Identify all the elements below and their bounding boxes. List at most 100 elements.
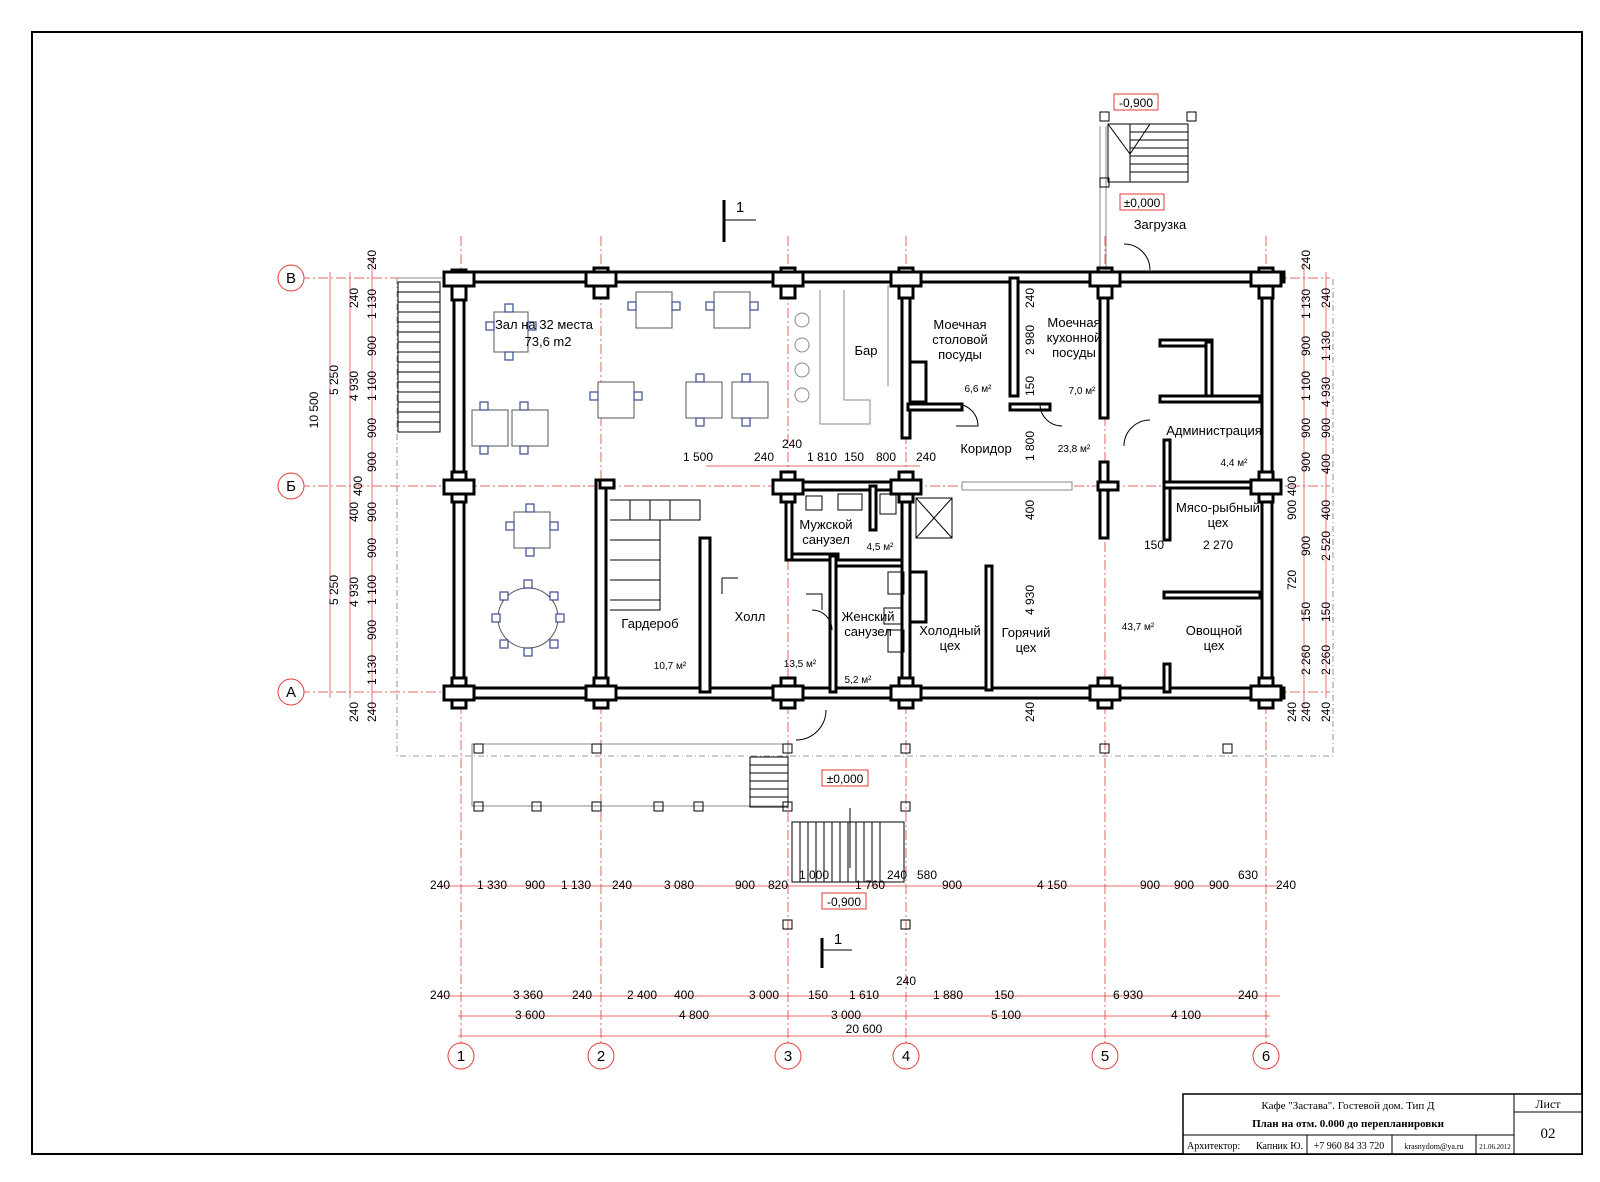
dim-row1-18: 240: [1276, 878, 1296, 892]
corridor-area: 23,8 м²: [1058, 444, 1091, 455]
dim-left-total: 10 500: [307, 391, 321, 428]
dim-right-outer-12: 150: [1299, 602, 1313, 622]
dim-row2-7: 1 610: [849, 988, 879, 1002]
section-label-bottom: 1: [834, 931, 842, 948]
lobby-area: 13,5 м²: [784, 659, 817, 670]
bar-counter: [794, 285, 889, 425]
dim-row1-7: 820: [768, 878, 788, 892]
axis-bubble-2: [587, 1042, 615, 1070]
dim-inner-h-1: 240: [754, 450, 774, 464]
title-block: [1182, 1093, 1583, 1155]
mens-wc-area: 4,5 м²: [867, 542, 895, 553]
dim-right-outer-4: 1 100: [1299, 371, 1313, 401]
axis-label-v: В: [286, 270, 296, 287]
womens-wc-area: 5,2 м²: [845, 675, 873, 686]
dim-total: 20 600: [846, 1022, 883, 1036]
dim-left-v-15: 240: [365, 702, 379, 722]
porch-posts: [473, 111, 1233, 930]
dim-right-outer-3: 900: [1299, 336, 1313, 356]
dim-row3-0: 3 600: [515, 1008, 545, 1022]
axis-label-6: 6: [1262, 1048, 1270, 1065]
title-phone: +7 960 84 33 720: [1314, 1141, 1385, 1152]
dimension-lines: [329, 260, 1327, 1037]
kitchen-wash-label-2: кухонной: [1047, 330, 1102, 345]
dim-left-v-7: 400: [351, 476, 365, 496]
dim-row2-3: 2 400: [627, 988, 657, 1002]
dim-inner-misc-4: 400: [1023, 500, 1037, 520]
hall-furniture: [471, 291, 769, 657]
wardrobe-staircase: [610, 499, 701, 611]
sanitary-fixtures: [805, 493, 953, 653]
dim-row2-1: 3 360: [513, 988, 543, 1002]
corridor-label: Коридор: [960, 441, 1011, 456]
dish-wash-label-2: столовой: [932, 332, 987, 347]
dim-left-v-9: 900: [365, 502, 379, 522]
dim-left-mid-top: 5 250: [327, 365, 341, 395]
dim-right-outer-13: 2 260: [1299, 645, 1313, 675]
hot-shop-label-1: Горячий: [1002, 625, 1051, 640]
dim-row1-17: 630: [1238, 868, 1258, 882]
dim-left-v-8: 400: [347, 502, 361, 522]
dim-row1-5: 3 080: [664, 878, 694, 892]
level-loading: ±0,000: [1124, 196, 1161, 210]
dim-inner-misc-3: 1 800: [1023, 431, 1037, 461]
dim-inner-h-2: 240: [782, 437, 802, 451]
axis-bubble-v: [277, 264, 305, 292]
dim-right-outer-1: 240: [1319, 288, 1333, 308]
dim-left-v-11: 1 100: [365, 575, 379, 605]
dim-right-outer-6: 900: [1299, 452, 1313, 472]
dim-left-v-1: 240: [347, 288, 361, 308]
dim-right-outer-7: 400: [1285, 476, 1299, 496]
axis-bubble-b: [277, 472, 305, 500]
axis-bubbles: [277, 264, 1280, 1070]
axis-bubble-a: [277, 678, 305, 706]
dish-wash-label-3: посуды: [938, 347, 982, 362]
title-date: 21.06.2012: [1479, 1143, 1511, 1151]
dim-row2-5: 3 000: [749, 988, 779, 1002]
axis-bubble-3: [774, 1042, 802, 1070]
dim-right-outer-14: 240: [1299, 702, 1313, 722]
dim-row3-1: 4 800: [679, 1008, 709, 1022]
dim-row1-14: 900: [1140, 878, 1160, 892]
axis-label-5: 5: [1101, 1048, 1109, 1065]
entrance-staircase: [749, 756, 905, 883]
dim-inner-h-4: 150: [844, 450, 864, 464]
dim-row2-4: 400: [674, 988, 694, 1002]
axis-bubble-4: [892, 1042, 920, 1070]
axis-label-2: 2: [597, 1048, 605, 1065]
dim-left-mid-bot: 5 250: [327, 575, 341, 605]
veg-shop-label-1: Овощной: [1186, 623, 1242, 638]
dim-right-inner-8: 240: [1285, 702, 1299, 722]
dim-right-outer-10: 2 520: [1319, 531, 1333, 561]
kitchen-wash-label-1: Моечная: [1047, 315, 1100, 330]
left-staircase: [397, 281, 441, 433]
dim-left-v-4: 1 100: [365, 371, 379, 401]
dim-row2-0: 240: [430, 988, 450, 1002]
dim-row1-4: 240: [612, 878, 632, 892]
dim-row1-13: 4 150: [1037, 878, 1067, 892]
dim-row2-6: 150: [808, 988, 828, 1002]
dish-wash-area: 6,6 м²: [965, 384, 993, 395]
dim-inner-misc-8: 2 270: [1203, 538, 1233, 552]
loading-label: Загрузка: [1134, 217, 1187, 232]
dim-inner-h-3: 1 810: [807, 450, 837, 464]
hall-name: Зал на 32 места: [495, 317, 594, 332]
title-sheet-label: Лист: [1535, 1097, 1561, 1111]
sheet-border: [31, 31, 1583, 1155]
dim-row1-2: 900: [525, 878, 545, 892]
dim-right-inner-1: 1 130: [1319, 331, 1333, 361]
dim-inner-misc-2: 240: [1023, 288, 1037, 308]
dim-left-v-3: 900: [365, 336, 379, 356]
corridor-partition: [961, 481, 1073, 491]
lobby-label: Холл: [735, 609, 766, 624]
dim-left-v-2: 1 130: [365, 289, 379, 319]
axis-label-b: Б: [286, 478, 296, 495]
dim-row1-8: 1 000: [799, 868, 829, 882]
dim-row3-4: 4 100: [1171, 1008, 1201, 1022]
dim-inner-misc-1: 150: [1023, 376, 1037, 396]
title-architect: Капник Ю.: [1256, 1141, 1303, 1152]
dim-inner-misc-0: 2 980: [1023, 325, 1037, 355]
wardrobe-label: Гардероб: [621, 616, 678, 631]
